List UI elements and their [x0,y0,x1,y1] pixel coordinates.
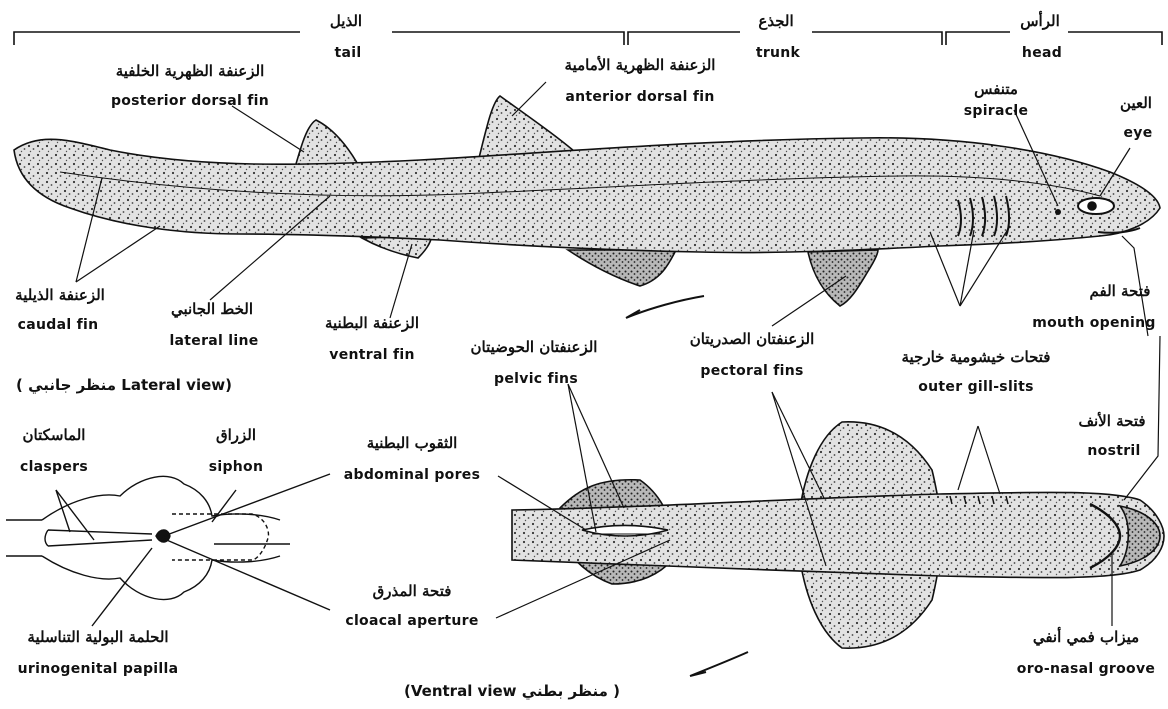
head-bracket [946,32,1162,45]
posterior-dorsal-fin-label-ar: الزعنفة الظهرية الخلفية [116,64,265,79]
ventral-view-title-ar: منظر بطني [522,682,608,700]
urinogenital-papilla-label-ar: الحلمة البولية التناسلية [27,630,168,645]
nostril-label-ar: فتحة الأنف [1078,414,1145,429]
pectoral-fins-label-ar: الزعنفتان الصدريتان [690,332,815,347]
pelvic-fins-label-en: pelvic fins [494,372,578,386]
spiracle-label-ar: متنفس [974,82,1018,97]
head-label-ar: الرأس [1020,14,1060,29]
claspers-label-ar: الماسكتان [23,428,86,443]
outer-gill-slits-label-ar: فتحات خيشومية خارجية [902,350,1051,365]
cloacal-aperture-label-en: cloacal aperture [345,614,478,628]
cloacal-aperture-label-ar: فتحة المذرق [373,584,452,599]
lateral-view-title-en: Lateral view [121,376,225,394]
clasper-diagram [6,474,330,626]
pelvic-fin-shape [568,250,676,286]
siphon-label-ar: الزراق [216,428,256,443]
lateral-line-label-en: lateral line [169,334,258,348]
ventral-view-title: (Ventral view منظر بطني ) [404,684,620,699]
anterior-dorsal-fin-label-ar: الزعنفة الظهرية الأمامية [565,58,716,73]
eye-label-en: eye [1123,126,1152,140]
head-label-en: head [1022,46,1062,60]
abdominal-pores-label-ar: الثقوب البطنية [367,436,458,451]
tail-label-ar: الذيل [330,14,362,29]
tail-label-en: tail [335,46,362,60]
claspers-label-en: claspers [20,460,88,474]
lateral-shark [14,96,1160,306]
caudal-fin-label-ar: الزعنفة الذيلية [15,288,105,303]
spiracle-shape [1055,209,1061,215]
lateral-line-label-ar: الخط الجانبي [171,302,253,317]
eye-label-ar: العين [1120,96,1152,111]
oro-nasal-groove-label-ar: ميزاب فمي أنفي [1033,630,1139,645]
trunk-label-en: trunk [756,46,800,60]
urinogenital-papilla-label-en: urinogenital papilla [18,662,179,676]
siphon-outline [172,514,268,560]
lateral-view-title: ( منظر جانبي Lateral view) [16,378,232,393]
direction-arrow-ventral [690,652,748,676]
spiracle-label-en: spiracle [964,104,1029,118]
abdominal-pores-label-en: abdominal pores [344,468,480,482]
caudal-fin-label-en: caudal fin [18,318,99,332]
anterior-dorsal-fin-label-en: anterior dorsal fin [565,90,714,104]
trunk-bracket [628,32,942,45]
ventral-fin-label-ar: الزعنفة البطنية [325,316,419,331]
nostril-label-en: nostril [1087,444,1140,458]
lateral-view-title-ar: منظر جانبي [28,376,116,394]
ventral-shark [512,422,1164,648]
pectoral-fins-label-en: pectoral fins [700,364,803,378]
siphon-label-en: siphon [209,460,264,474]
lateral-body-shape [14,138,1160,253]
clasper-rods [45,530,152,546]
outer-gill-slits-label-en: outer gill-slits [918,380,1034,394]
pelvic-fins-label-ar: الزعنفتان الحوضيتان [471,340,598,355]
posterior-dorsal-fin-label-en: posterior dorsal fin [111,94,269,108]
ventral-fin-label-en: ventral fin [329,348,414,362]
mouth-opening-label-ar: فتحة الفم [1090,284,1151,299]
region-brackets [14,32,1162,45]
direction-arrow-lateral [626,296,704,318]
tail-bracket [14,32,624,45]
mouth-opening-label-en: mouth opening [1032,316,1156,330]
oro-nasal-groove-label-en: oro-nasal groove [1017,662,1155,676]
trunk-label-ar: الجذع [758,14,793,29]
ventral-view-title-en: Ventral view [411,682,517,700]
